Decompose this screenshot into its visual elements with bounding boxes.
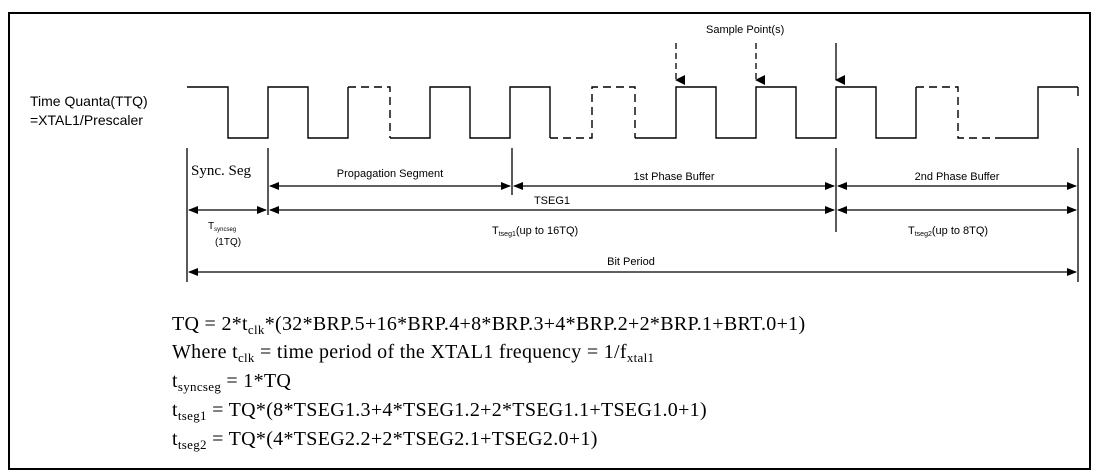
f3-b: = 1*TQ: [221, 370, 292, 392]
tsync-note: (1TQ): [215, 237, 241, 248]
f5-a: t: [172, 428, 178, 450]
f2-sub1: clk: [237, 350, 255, 365]
ttseg1-label: Ttseg1(up to 16TQ): [492, 225, 578, 238]
bit-period-label: Bit Period: [607, 256, 655, 268]
phase1-label: 1st Phase Buffer: [633, 171, 714, 183]
formula-where: Where tclk = time period of the XTAL1 fr…: [172, 341, 654, 364]
tsync-main: T: [208, 221, 214, 232]
f2-sub2: xtal1: [626, 350, 655, 365]
f1-b: *(32*BRP.5+16*BRP.4+8*BRP.3+4*BRP.2+2*BR…: [264, 313, 806, 335]
f4-sub: tseg1: [177, 408, 207, 423]
sync-seg-label: Sync. Seg: [191, 163, 252, 179]
tsync-sub: syncseg: [214, 227, 236, 233]
ttseg2-main: T: [908, 225, 915, 237]
diagram-frame: [8, 12, 1091, 470]
formula-tseg1: ttseg1 = TQ*(8*TSEG1.3+4*TSEG1.2+2*TSEG1…: [172, 399, 707, 422]
f2-a: Where t: [172, 341, 238, 363]
f3-sub: syncseg: [177, 379, 222, 394]
ttseg2-sub: tseg2: [915, 231, 932, 238]
sample-point-label: Sample Point(s): [706, 24, 784, 36]
formula-tseg2: ttseg2 = TQ*(4*TSEG2.2+2*TSEG2.1+TSEG2.0…: [172, 428, 598, 451]
ttseg1-note: (up to 16TQ): [516, 225, 578, 237]
formula-tq: TQ = 2*tclk*(32*BRP.5+16*BRP.4+8*BRP.3+4…: [172, 313, 805, 336]
f1-sub: clk: [247, 322, 265, 337]
f4-a: t: [172, 399, 178, 421]
clock-waveform-dashed: [348, 86, 998, 139]
ttseg1-sub: tseg1: [499, 231, 516, 238]
ttseg2-label: Ttseg2(up to 8TQ): [908, 225, 988, 238]
signal-label-line2: =XTAL1/Prescaler: [30, 112, 143, 128]
tseg1-label: TSEG1: [534, 195, 570, 207]
f2-b: = time period of the XTAL1 frequency = 1…: [254, 341, 627, 363]
f5-b: = TQ*(4*TSEG2.2+2*TSEG2.1+TSEG2.0+1): [206, 428, 598, 450]
tsync-label: Tsyncseg: [208, 221, 236, 233]
ttseg2-note: (up to 8TQ): [932, 225, 988, 237]
f3-a: t: [172, 370, 178, 392]
formula-tsync: tsyncseg = 1*TQ: [172, 370, 291, 393]
propagation-label: Propagation Segment: [337, 168, 443, 180]
clock-waveform: [187, 86, 1079, 139]
segment-boundaries: [186, 148, 1079, 282]
phase2-label: 2nd Phase Buffer: [915, 171, 1000, 183]
ttseg1-main: T: [492, 225, 499, 237]
f5-sub: tseg2: [177, 437, 207, 452]
signal-label-line1: Time Quanta(TTQ): [30, 93, 148, 109]
f1-a: TQ = 2*t: [172, 313, 248, 335]
f4-b: = TQ*(8*TSEG1.3+4*TSEG1.2+2*TSEG1.1+TSEG…: [206, 399, 707, 421]
